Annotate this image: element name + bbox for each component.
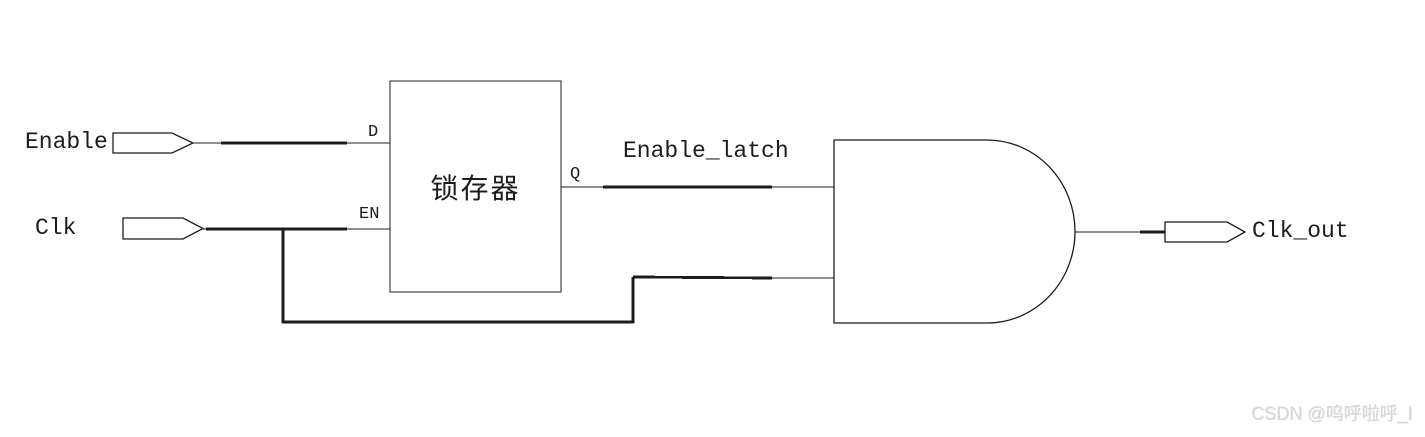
output-port-clk-out-shape	[1164, 221, 1247, 243]
net-clk-gate-input	[632, 275, 773, 280]
clk-out-output-label: Clk_out	[1252, 218, 1349, 244]
input-port-clk-shape	[122, 217, 205, 240]
enable-latch-net-label: Enable_latch	[623, 138, 789, 164]
input-port-enable-shape	[112, 132, 195, 154]
wires	[193, 141, 1166, 324]
and-gate-shape	[833, 139, 1076, 324]
latch-pin-en-label: EN	[359, 205, 380, 224]
latch-box	[389, 80, 562, 293]
clk-input-label: Clk	[35, 215, 77, 241]
enable-input-label: Enable	[25, 129, 108, 155]
latch-pin-d-label: D	[368, 123, 379, 142]
latch-title: 锁存器	[430, 175, 521, 207]
latch-pin-q-label: Q	[570, 165, 581, 184]
csdn-watermark: CSDN @呜呼啦呼_I	[1251, 404, 1413, 424]
